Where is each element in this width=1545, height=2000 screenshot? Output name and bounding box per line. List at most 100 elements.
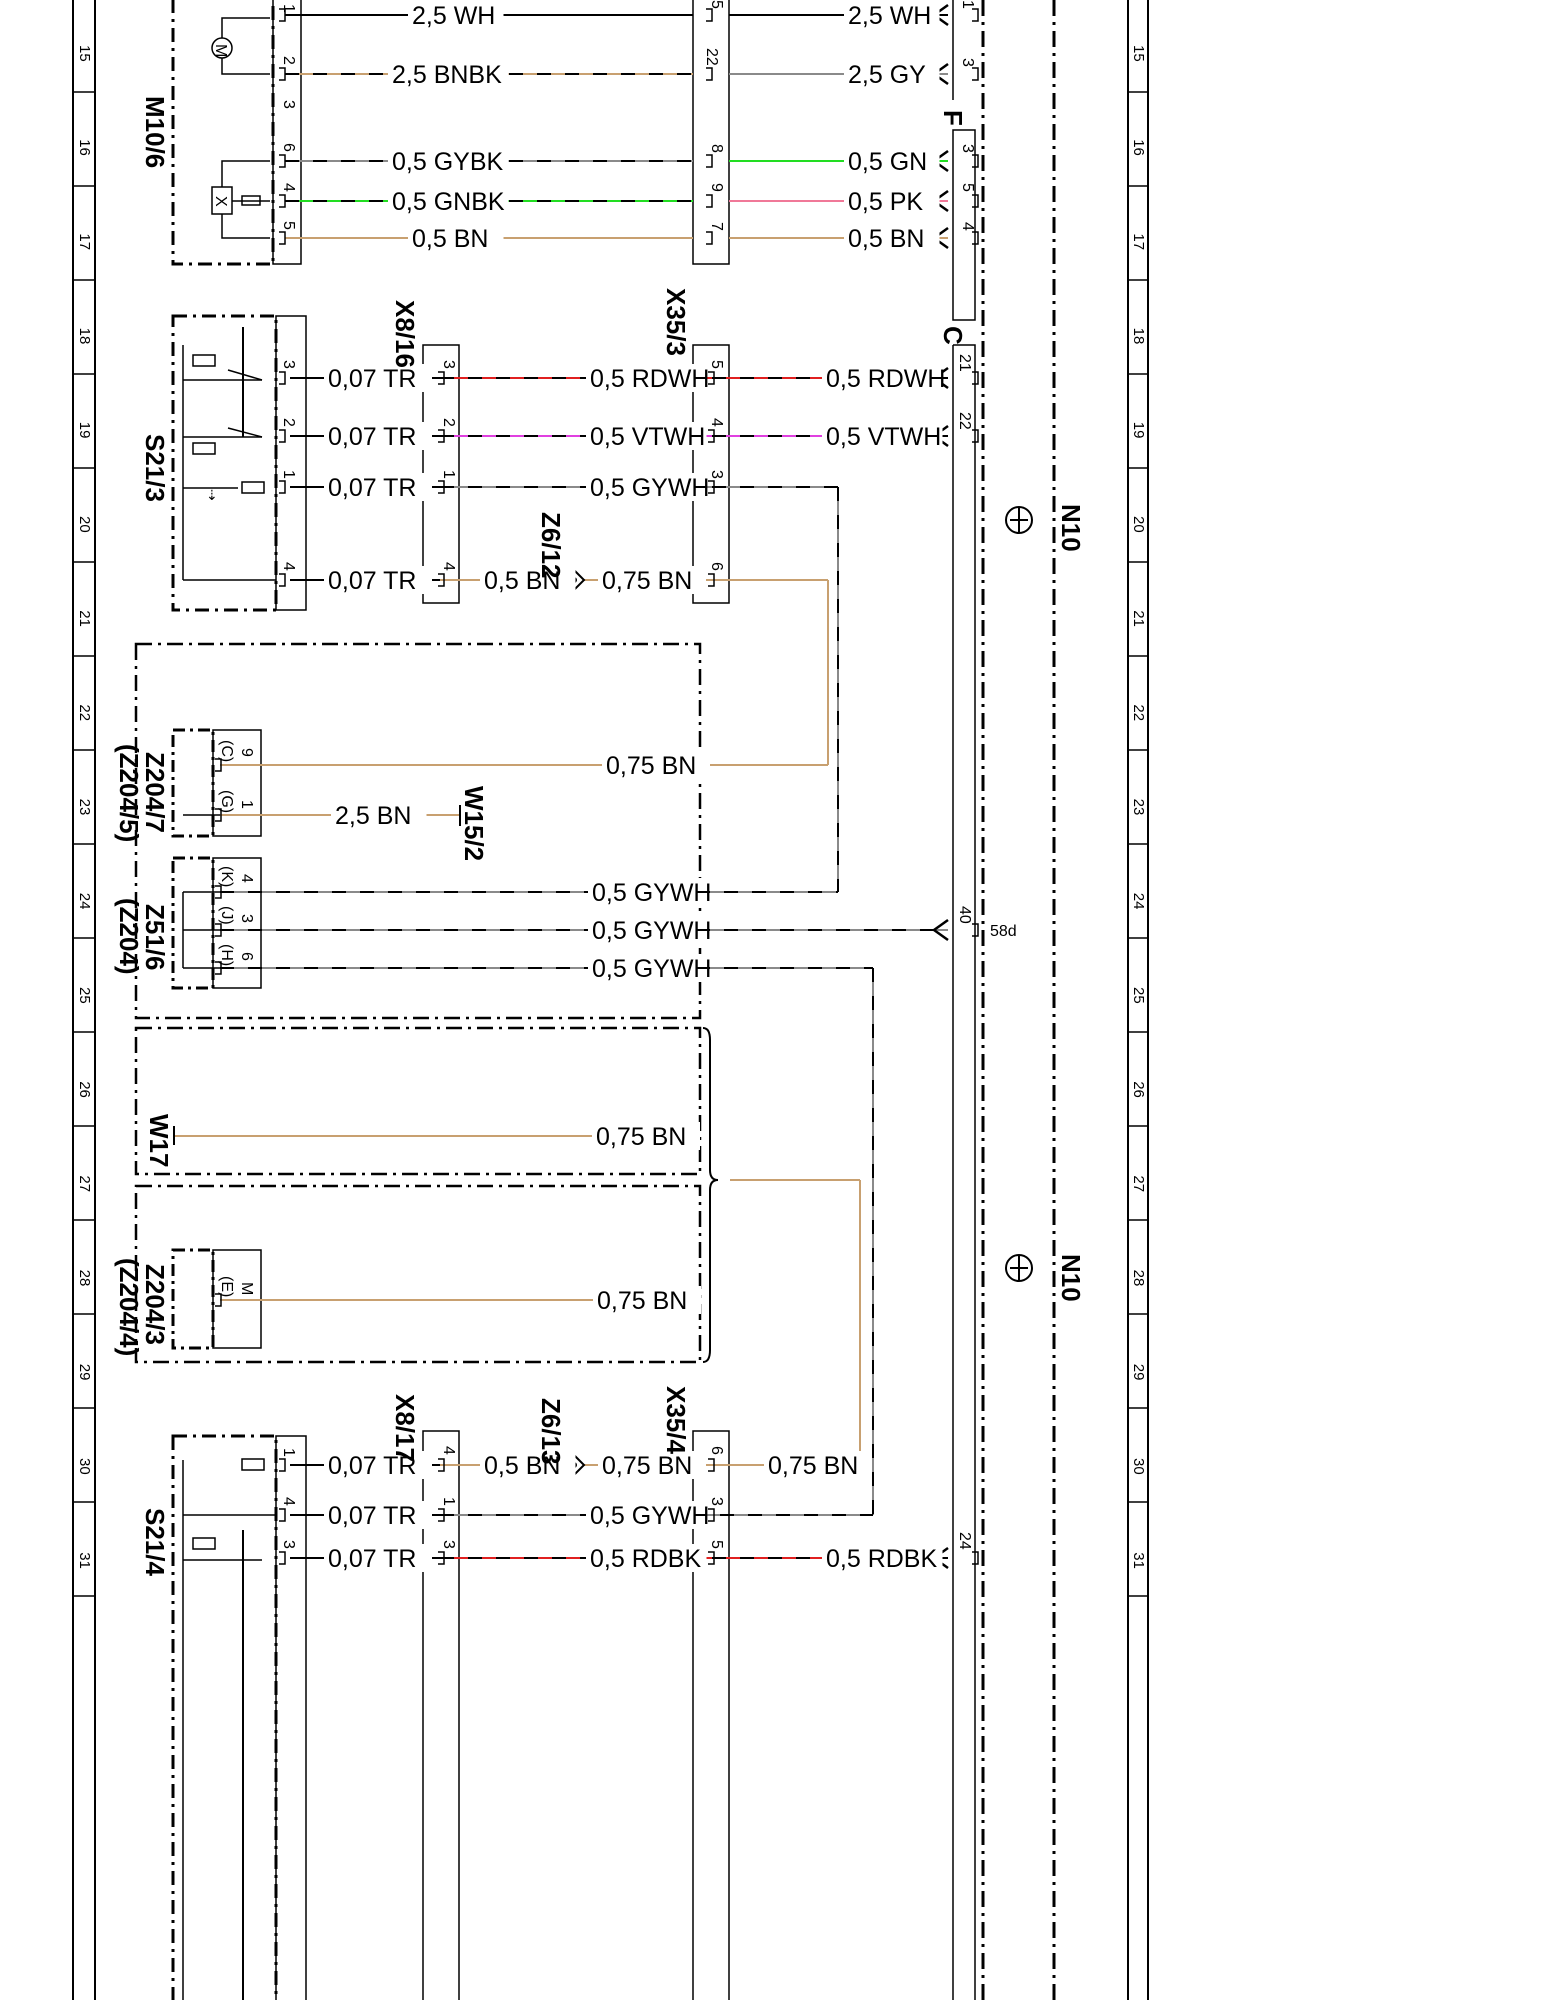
pin-icon bbox=[215, 1293, 222, 1307]
right-rail-number: 27 bbox=[1130, 1175, 1147, 1192]
pin-icon bbox=[279, 8, 286, 22]
wire-label: 0,75 BN bbox=[596, 1123, 686, 1151]
left-rail-number: 30 bbox=[76, 1458, 93, 1475]
left-rail-number: 17 bbox=[76, 233, 93, 250]
pin-number: 6 bbox=[708, 562, 725, 571]
wire-label: 0,5 RDBK bbox=[590, 1545, 701, 1573]
s21-4-component bbox=[171, 1434, 307, 2000]
left-rail-number: 18 bbox=[76, 328, 93, 345]
pin-icon bbox=[215, 885, 222, 899]
pin-icon bbox=[215, 808, 222, 822]
n10-transistor-icon bbox=[1005, 506, 1033, 534]
x-element-label: X bbox=[212, 196, 229, 207]
pin-number: 1 bbox=[280, 1448, 297, 1457]
pin-number: 1 bbox=[440, 470, 457, 479]
pin-number: M bbox=[238, 1282, 255, 1295]
pin-number: 6 bbox=[238, 952, 255, 961]
variant-box-3 bbox=[134, 1184, 702, 1364]
wire-label: 0,07 TR bbox=[328, 423, 416, 451]
right-rail-number: 31 bbox=[1130, 1552, 1147, 1569]
n10-transistor-icon bbox=[1005, 1254, 1033, 1282]
left-rail-number: 22 bbox=[76, 704, 93, 721]
pin-icon bbox=[972, 231, 979, 245]
pin-number: 1 bbox=[280, 4, 297, 13]
pin-number: 3 bbox=[280, 1540, 297, 1549]
wire-label: 0,07 TR bbox=[328, 365, 416, 393]
pin-number: 1 bbox=[238, 800, 255, 809]
wire-label: 0,5 GYWH bbox=[590, 474, 709, 502]
wire-label: 0,75 BN bbox=[602, 1452, 692, 1480]
pin-number: 3 bbox=[959, 58, 976, 67]
pin-icon bbox=[279, 1551, 286, 1565]
pin-number: 5 bbox=[708, 360, 725, 369]
resistor-icon bbox=[192, 1537, 216, 1550]
pin-number: (J) bbox=[218, 906, 235, 925]
pin-number: 4 bbox=[440, 1446, 457, 1455]
pin-number: 1 bbox=[959, 0, 976, 9]
pin-icon bbox=[438, 1551, 445, 1565]
left-rail-number: 20 bbox=[76, 516, 93, 533]
pin-number: 1 bbox=[440, 1497, 457, 1506]
pin-icon bbox=[279, 154, 286, 168]
right-rail-number: 30 bbox=[1130, 1458, 1147, 1475]
wire-label: 0,5 GYWH bbox=[590, 1502, 709, 1530]
right-rail-number: 19 bbox=[1130, 422, 1147, 439]
pin-icon bbox=[438, 1508, 445, 1522]
right-rail-number: 15 bbox=[1130, 45, 1147, 62]
pin-number: 8 bbox=[708, 144, 725, 153]
pin-number: 6 bbox=[708, 1446, 725, 1455]
pin-icon bbox=[279, 480, 286, 494]
right-rail bbox=[1127, 0, 1149, 2000]
right-rail-number: 28 bbox=[1130, 1270, 1147, 1287]
pin-number: 5 bbox=[959, 183, 976, 192]
wire-label: 0,75 BN bbox=[602, 567, 692, 595]
led-icon: ⇣ bbox=[206, 487, 218, 503]
pin-icon bbox=[708, 371, 715, 385]
pin-icon bbox=[279, 573, 286, 587]
pin-number: 5 bbox=[708, 1540, 725, 1549]
pin-number: 24 bbox=[956, 1532, 973, 1550]
x8-17-label: X8/17 bbox=[390, 1394, 420, 1462]
wire-label: 0,5 GYWH bbox=[592, 955, 711, 983]
right-rail-number: 17 bbox=[1130, 233, 1147, 250]
w17-label: W17 bbox=[144, 1114, 174, 1167]
pin-number: 4 bbox=[280, 1497, 297, 1506]
n10-connector-f bbox=[952, 129, 976, 321]
pin-icon bbox=[215, 961, 222, 975]
pin-icon bbox=[708, 1458, 715, 1472]
z204-5-label: (Z204/5) bbox=[114, 744, 144, 842]
wire-label: 2,5 WH bbox=[848, 2, 931, 30]
pin-number: 9 bbox=[238, 748, 255, 757]
right-rail-number: 20 bbox=[1130, 516, 1147, 533]
left-rail-number: 27 bbox=[76, 1175, 93, 1192]
pin-icon bbox=[972, 194, 979, 208]
sensor-x-icon bbox=[211, 186, 233, 215]
pin-number: 4 bbox=[440, 562, 457, 571]
left-rail-number: 24 bbox=[76, 893, 93, 910]
wire-label: 0,5 GYWH bbox=[592, 917, 711, 945]
pin-icon bbox=[708, 1551, 715, 1565]
pin-icon bbox=[215, 923, 222, 937]
pin-icon bbox=[215, 758, 222, 772]
left-rail-number: 28 bbox=[76, 1270, 93, 1287]
pin-number: 4 bbox=[708, 418, 725, 427]
wire-label: 0,07 TR bbox=[328, 1545, 416, 1573]
variant-box-2 bbox=[134, 1026, 702, 1176]
resistor-icon bbox=[192, 354, 216, 367]
pin-number: 6 bbox=[280, 143, 297, 152]
wire-label: 0,5 BN bbox=[848, 225, 924, 253]
motor-icon bbox=[211, 37, 233, 59]
pin-number: 2 bbox=[280, 418, 297, 427]
pin-58d-label: 58d bbox=[990, 923, 1017, 940]
wire-label: 0,07 TR bbox=[328, 1452, 416, 1480]
left-rail-number: 31 bbox=[76, 1552, 93, 1569]
x8-17-connector bbox=[422, 1430, 460, 2000]
pin-number: 4 bbox=[959, 222, 976, 231]
wire-label: 0,5 PK bbox=[848, 188, 923, 216]
pin-icon bbox=[279, 371, 286, 385]
connector-arrow-icon bbox=[931, 918, 949, 942]
pin-icon bbox=[279, 429, 286, 443]
resistor-icon bbox=[241, 1458, 265, 1471]
pin-number: 4 bbox=[238, 874, 255, 883]
pin-icon bbox=[706, 231, 713, 245]
